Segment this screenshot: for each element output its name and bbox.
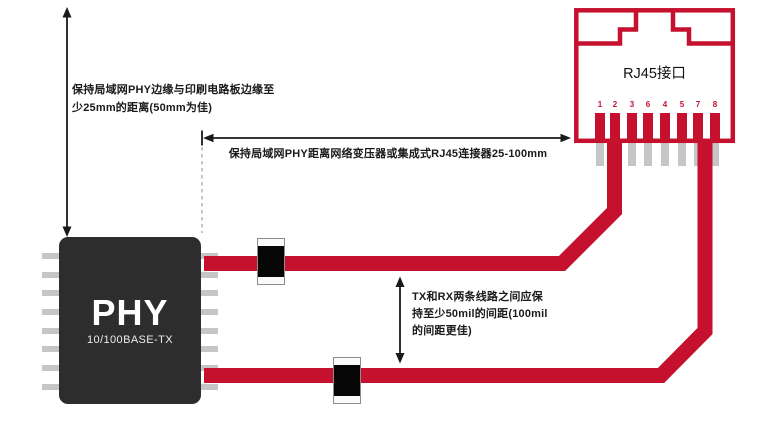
- rj45-pin-number: 3: [629, 100, 635, 109]
- phy-pin: [42, 365, 59, 371]
- smd-component-body: [334, 365, 360, 396]
- rj45-pins: [595, 113, 720, 142]
- rj45-pin-number: 2: [612, 100, 618, 109]
- trace-spacing-arrow: [395, 276, 405, 364]
- pcb-edge-distance-arrow: [62, 7, 72, 237]
- phy-pin: [42, 272, 59, 278]
- phy-chip-title: PHY: [91, 291, 169, 333]
- annotation-phy-rj45-distance: 保持局域网PHY距离网络变压器或集成式RJ45连接器25-100mm: [228, 148, 548, 160]
- phy-chip: PHY 10/100BASE-TX: [59, 237, 201, 404]
- rj45-pin-number: 7: [695, 100, 701, 109]
- phy-rj45-distance-arrow: [201, 130, 571, 146]
- phy-pin: [201, 346, 218, 352]
- annotation-trace-spacing: TX和RX两条线路之间应保 持至少50mil的间距(100mil 的间距更佳): [412, 291, 548, 337]
- annotation-pcb-edge-distance: 保持局域网PHY边缘与印刷电路板边缘至 少25mm的距离(50mm为佳): [72, 84, 275, 114]
- phy-pin: [42, 290, 59, 296]
- phy-chip-subtitle: 10/100BASE-TX: [87, 333, 173, 346]
- phy-pin: [42, 309, 59, 315]
- phy-pin: [201, 290, 218, 296]
- tx-trace: [204, 140, 622, 271]
- rx-trace: [204, 140, 713, 383]
- rj45-pin-number: 1: [597, 100, 603, 109]
- rj45-connector-outline: [574, 8, 736, 144]
- rj45-pin-number: 4: [662, 100, 668, 109]
- phy-pin: [42, 384, 59, 390]
- phy-pin: [201, 328, 218, 334]
- smd-component: [333, 357, 361, 404]
- phy-pin: [42, 346, 59, 352]
- smd-component: [257, 238, 285, 285]
- rj45-pin-number: 6: [645, 100, 651, 109]
- smd-component-body: [258, 246, 284, 277]
- phy-pin: [201, 309, 218, 315]
- rj45-pin-number: 5: [679, 100, 685, 109]
- rj45-pin-number: 8: [712, 100, 718, 109]
- phy-pin: [42, 328, 59, 334]
- phy-pin: [201, 384, 218, 390]
- rj45-label: RJ45接口: [623, 66, 686, 82]
- phy-pin: [42, 253, 59, 259]
- phy-pin: [201, 272, 218, 278]
